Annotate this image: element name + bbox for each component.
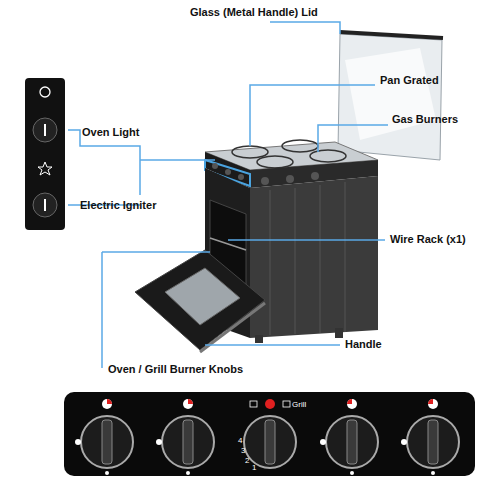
light-switch bbox=[33, 118, 57, 142]
knob-marking: 1 bbox=[252, 463, 256, 472]
switch-mark bbox=[44, 124, 46, 136]
switch-mark bbox=[44, 199, 46, 211]
glass-lid bbox=[338, 34, 442, 160]
part-label: Handle bbox=[345, 338, 382, 351]
part-label: Oven Light bbox=[82, 126, 139, 139]
igniter-switch bbox=[33, 193, 57, 217]
door-glass bbox=[165, 268, 240, 325]
part-label: Electric Igniter bbox=[80, 199, 156, 212]
knob-marking: 4 bbox=[238, 436, 242, 445]
foot bbox=[255, 335, 263, 343]
spark-icon bbox=[38, 162, 52, 175]
side-ribs bbox=[270, 182, 345, 335]
light-icon bbox=[40, 87, 50, 97]
knob-indicators bbox=[102, 399, 438, 409]
switch-inset bbox=[25, 78, 65, 230]
knob-marking: Grill bbox=[292, 400, 306, 409]
oven-door bbox=[135, 250, 265, 350]
part-label: Wire Rack (x1) bbox=[390, 233, 466, 246]
knob-marking: 3 bbox=[241, 446, 245, 455]
cooker-side bbox=[250, 176, 378, 338]
part-label: Gas Burners bbox=[392, 113, 458, 126]
part-label: Pan Grated bbox=[380, 74, 439, 87]
knob-marking: 2 bbox=[245, 456, 249, 465]
part-label: Glass (Metal Handle) Lid bbox=[190, 6, 318, 19]
lid-reflection bbox=[345, 48, 436, 140]
part-label: Oven / Grill Burner Knobs bbox=[108, 363, 243, 376]
leader-lines bbox=[68, 22, 388, 368]
flame-marks bbox=[75, 439, 435, 475]
knob-row bbox=[81, 416, 459, 468]
foot bbox=[335, 328, 343, 338]
knob-strip bbox=[64, 392, 475, 476]
lid-handle bbox=[340, 32, 443, 38]
pan-grates bbox=[232, 140, 346, 168]
